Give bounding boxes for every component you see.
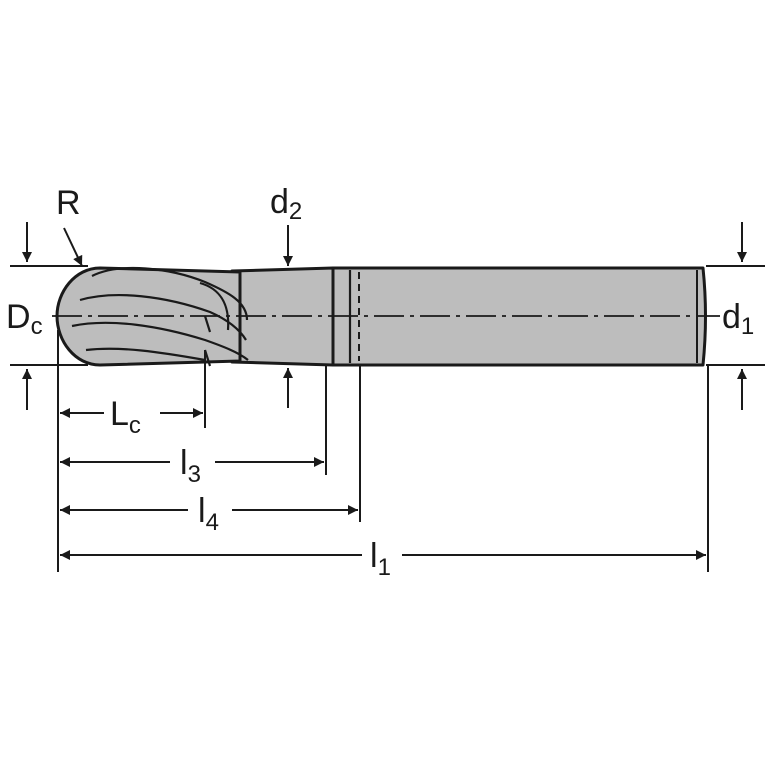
label-lc: Lc bbox=[110, 395, 141, 439]
dimension-arrows bbox=[22, 222, 747, 560]
tool-body bbox=[55, 266, 707, 367]
r-leader-arrow bbox=[63, 227, 83, 267]
flute-lines bbox=[71, 266, 249, 367]
extension-lines bbox=[10, 265, 765, 572]
label-d2: d2 bbox=[270, 183, 302, 225]
label-l3: l3 bbox=[180, 444, 201, 488]
label-r: R bbox=[56, 184, 81, 222]
dimension-labels: R d2 Dc d1 Lc l3 l4 l1 bbox=[6, 183, 754, 581]
label-dc: Dc bbox=[6, 298, 43, 340]
label-l1: l1 bbox=[370, 537, 391, 581]
label-l4: l4 bbox=[198, 492, 219, 536]
label-d1: d1 bbox=[722, 298, 754, 340]
